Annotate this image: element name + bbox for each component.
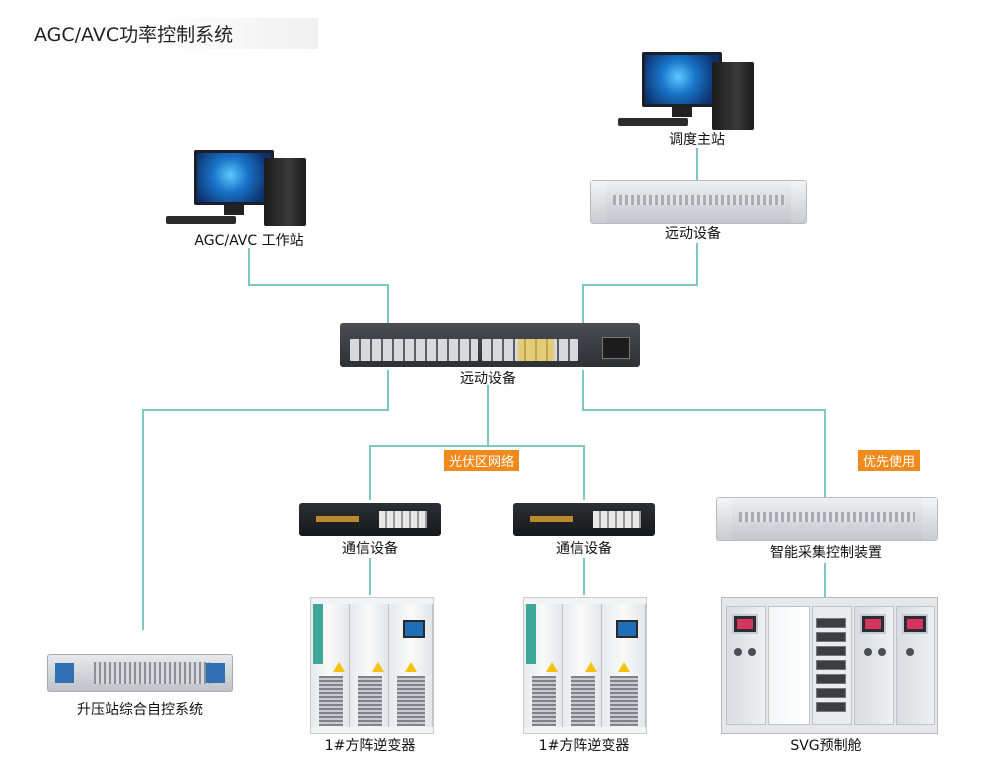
- knob-icon: [748, 648, 756, 656]
- knob-icon: [878, 648, 886, 656]
- knob-icon: [864, 648, 872, 656]
- brand-strip: [526, 604, 536, 664]
- dispatch-computer: [612, 52, 762, 132]
- label-dispatch-center: 调度主站: [669, 132, 725, 148]
- tower-icon: [264, 158, 306, 226]
- link-switch-gateways: [369, 385, 489, 500]
- label-gateway-left: 通信设备: [342, 541, 398, 557]
- keyboard-icon: [166, 216, 236, 224]
- meter-icon: [732, 614, 758, 634]
- label-inverter-right: 1#方阵逆变器: [538, 738, 630, 754]
- label-booster-station: 升压站综合自控系统: [77, 702, 203, 718]
- power-socket: [602, 337, 630, 359]
- label-telecontrol-top: 远动设备: [665, 226, 721, 242]
- booster-station-server: [47, 654, 233, 692]
- knob-icon: [906, 648, 914, 656]
- monitor-icon: [194, 150, 274, 205]
- label-svg-cabinet: SVG预制舱: [790, 738, 862, 754]
- hmi-screen-icon: [616, 620, 638, 638]
- keyboard-icon: [618, 118, 688, 126]
- monitor-stand: [672, 107, 692, 117]
- smart-controller-rack: [716, 497, 938, 541]
- warning-icon: [618, 662, 630, 672]
- telecontrol-rack-top: [590, 180, 807, 224]
- tag-pv-network: 光伏区网络: [444, 450, 520, 471]
- warning-icon: [372, 662, 384, 672]
- link-switch-booster: [142, 370, 389, 630]
- agc-workstation-computer: [166, 150, 316, 230]
- warning-icon: [333, 662, 345, 672]
- svg-cabinet: [721, 597, 938, 734]
- warning-icon: [405, 662, 417, 672]
- inverter-cabinet-left: [310, 597, 434, 734]
- label-switch: 远动设备: [460, 371, 516, 387]
- label-smart-controller: 智能采集控制装置: [770, 545, 882, 561]
- warning-icon: [585, 662, 597, 672]
- warning-icon: [546, 662, 558, 672]
- hmi-screen-icon: [403, 620, 425, 638]
- knob-icon: [734, 648, 742, 656]
- link-switch-controller: [582, 370, 826, 497]
- label-agc-workstation: AGC/AVC 工作站: [194, 233, 304, 249]
- label-gateway-right: 通信设备: [556, 541, 612, 557]
- comm-gateway-left: [299, 503, 441, 536]
- tag-priority-use: 优先使用: [858, 450, 921, 471]
- monitor-icon: [642, 52, 722, 107]
- comm-gateway-right: [513, 503, 655, 536]
- tower-icon: [712, 62, 754, 130]
- network-switch: [340, 323, 640, 367]
- diagram-title: AGC/AVC功率控制系统: [30, 18, 319, 49]
- link-gateway-right: [488, 445, 585, 500]
- label-inverter-left: 1#方阵逆变器: [324, 738, 416, 754]
- link-telecontrol-switch: [582, 243, 698, 325]
- link-workstation-switch: [248, 248, 389, 325]
- inverter-cabinet-right: [523, 597, 647, 734]
- fiber-ports: [518, 339, 554, 361]
- brand-strip: [313, 604, 323, 664]
- monitor-stand: [224, 205, 244, 215]
- meter-icon: [860, 614, 886, 634]
- meter-icon: [902, 614, 928, 634]
